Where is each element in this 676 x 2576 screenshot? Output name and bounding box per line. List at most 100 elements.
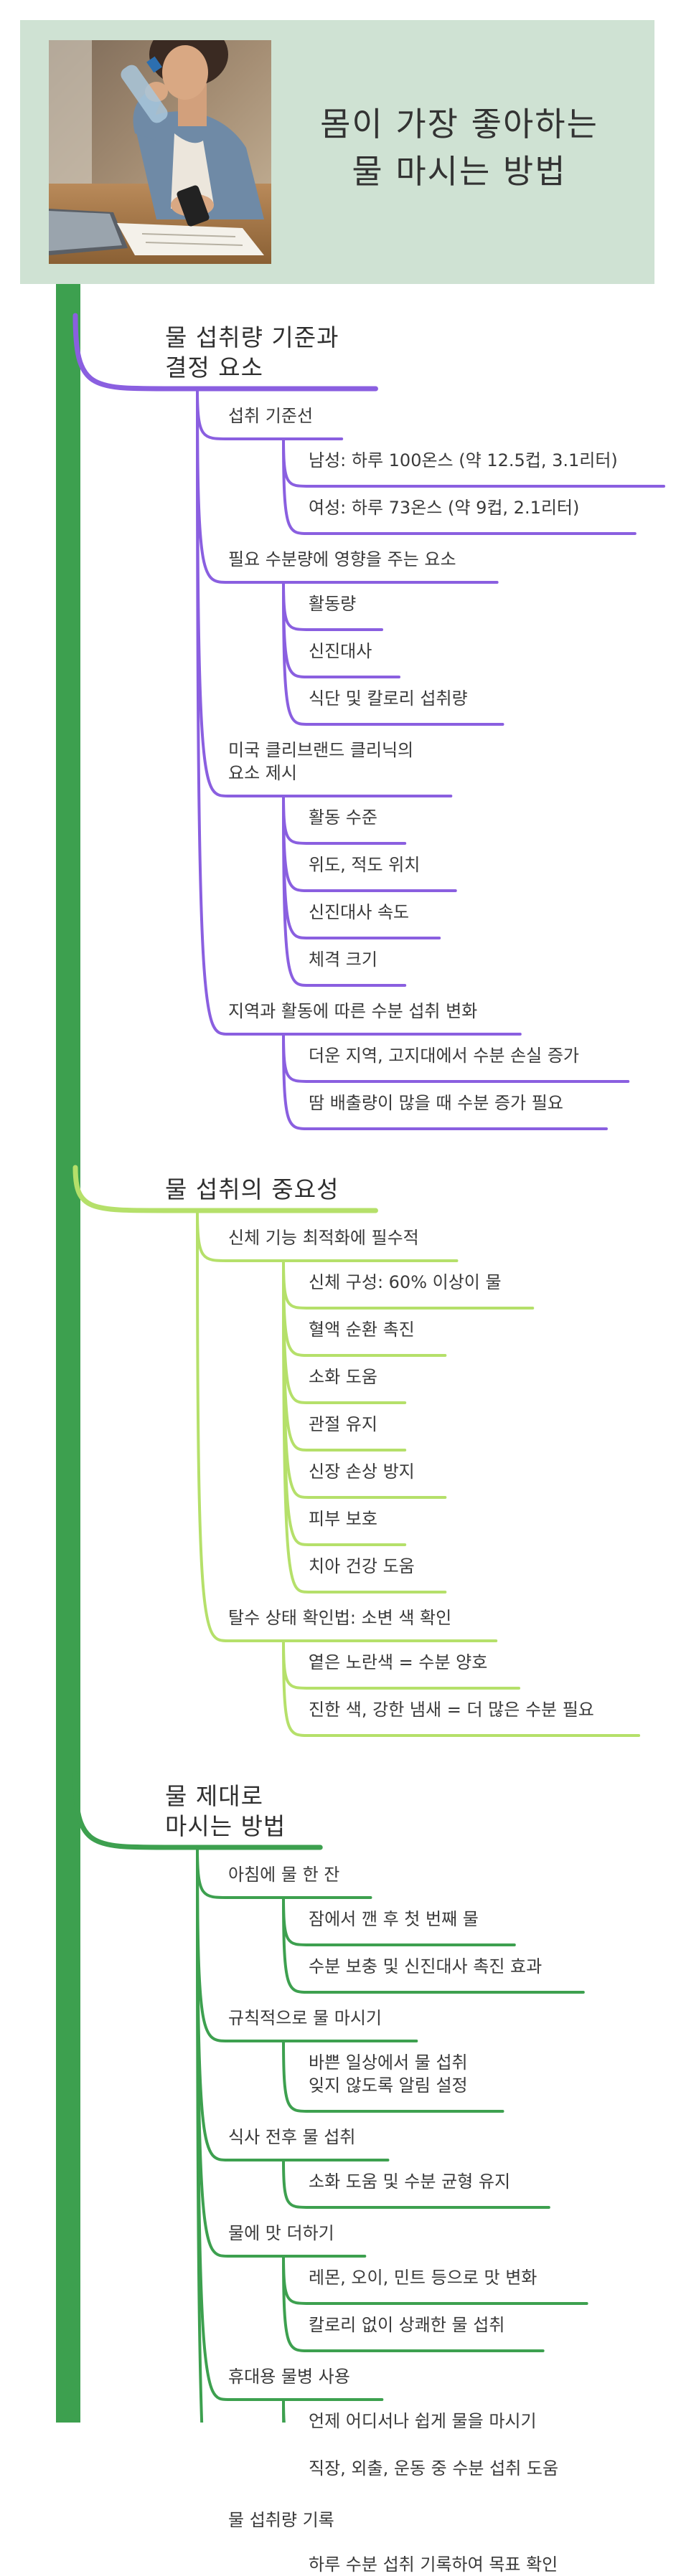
subtopic-line: 물 섭취량 기록 [228,2510,334,2530]
detail-item: 레몬, 오이, 민트 등으로 맛 변화 [309,2266,537,2289]
title-line-2: 물 마시는 방법 [352,152,567,191]
detail-item-line: 활동 수준 [309,808,377,828]
detail-connector [282,2255,310,2305]
detail-item: 하루 수분 섭취 기록하여 목표 확인 [309,2553,558,2576]
detail-item: 진한 색, 강한 냄새 = 더 많은 수분 필요 [309,1698,594,1721]
detail-connector [282,795,310,987]
subtopic-line: 요소 제시 [228,763,297,783]
detail-item: 신장 손상 방지 [309,1460,415,1483]
subtopic-line: 미국 클리브랜드 클리닉의 [228,740,414,760]
branch-topic-2: 물 섭취의 중요성 [165,1175,339,1205]
subtopic-line: 규칙적으로 물 마시기 [228,2008,382,2028]
subtopic-line: 탈수 상태 확인법: 소변 색 확인 [228,1608,452,1628]
header-photo [49,40,271,264]
subtopic: 식사 전후 물 섭취 [228,2126,355,2149]
detail-item-line: 혈액 순환 촉진 [309,1320,415,1340]
subtopic: 휴대용 물병 사용 [228,2365,350,2388]
branch-topic-3-line: 마시는 방법 [165,1812,286,1840]
detail-item-line: 신진대사 속도 [309,902,410,922]
detail-item: 직장, 외출, 운동 중 수분 섭취 도움 [309,2457,558,2480]
detail-connector [282,2159,310,2209]
title-line-1: 몸이 가장 좋아하는 [320,105,598,143]
detail-item: 활동량 [309,592,356,615]
subtopic-connector [196,1209,230,1262]
detail-item: 여성: 하루 73온스 (약 9컵, 2.1리터) [309,496,579,519]
detail-item-line: 관절 유지 [309,1414,377,1434]
detail-connector [282,1639,310,1737]
detail-item: 옅은 노란색 = 수분 양호 [309,1651,487,1674]
detail-item-line: 옅은 노란색 = 수분 양호 [309,1652,488,1672]
detail-item: 땀 배출량이 많을 때 수분 증가 필요 [309,1092,563,1114]
branch-topic-1-line: 결정 요소 [165,354,263,382]
subtopic-connector [196,387,230,1036]
subtopic-connector [196,387,230,797]
detail-connector [282,581,310,631]
subtopic-connector [196,1846,230,2042]
detail-item: 체격 크기 [309,948,377,971]
detail-item-line: 잊지 않도록 알림 설정 [309,2075,468,2096]
subtopic-connector [196,1209,230,1642]
detail-item: 관절 유지 [309,1413,377,1436]
detail-item: 신진대사 [309,640,372,663]
detail-item-line: 소화 도움 [309,1367,377,1387]
detail-item: 치아 건강 도움 [309,1555,415,1578]
detail-connector [282,2040,310,2113]
subtopic-connector [196,1846,230,2258]
detail-connector [282,1896,310,1994]
detail-connector [282,1639,310,1690]
subtopic-connector [196,1846,230,1899]
branch-connector-1 [72,313,168,392]
detail-item: 피부 보호 [309,1507,377,1530]
detail-item-line: 바쁜 일상에서 물 섭취 [309,2052,468,2073]
detail-connector [282,2398,286,2423]
detail-item-line: 남성: 하루 100온스 (약 12.5컵, 3.1리터) [309,450,618,470]
detail-connector [282,1033,310,1130]
detail-item: 활동 수준 [309,806,377,829]
detail-item-line: 하루 수분 섭취 기록하여 목표 확인 [309,2554,558,2575]
detail-item-line: 칼로리 없이 상쾌한 물 섭취 [309,2315,505,2335]
branch-connector-2 [72,1165,168,1213]
detail-connector [282,1896,310,1946]
subtopic-line: 섭취 기준선 [228,406,314,426]
subtopic: 물에 맛 더하기 [228,2222,334,2245]
detail-connector [282,1259,310,1310]
subtopic: 필요 수분량에 영향을 주는 요소 [228,548,456,571]
detail-item: 언제 어디서나 쉽게 물을 마시기 [309,2410,537,2433]
subtopic-connector [196,1846,204,2423]
subtopic-line: 휴대용 물병 사용 [228,2367,350,2387]
detail-item-line: 위도, 적도 위치 [309,855,421,875]
subtopic-line: 신체 기능 최적화에 필수적 [228,1228,419,1248]
branch-connector-3 [72,1771,168,1850]
detail-item-line: 소화 도움 및 수분 균형 유지 [309,2172,511,2192]
subtopic: 아침에 물 한 잔 [228,1863,339,1886]
detail-connector [282,2398,286,2423]
detail-item-line: 땀 배출량이 많을 때 수분 증가 필요 [309,1093,563,1113]
detail-item-line: 수분 보충 및 신진대사 촉진 효과 [309,1956,543,1976]
detail-item: 위도, 적도 위치 [309,853,420,876]
branch-topic-3-line: 물 제대로 [165,1782,263,1810]
detail-item-line: 진한 색, 강한 냄새 = 더 많은 수분 필요 [309,1700,594,1720]
subtopic-line: 필요 수분량에 영향을 주는 요소 [228,549,456,569]
subtopic-line: 식사 전후 물 섭취 [228,2127,356,2147]
detail-item-line: 체격 크기 [309,950,377,970]
subtopic-line: 물에 맛 더하기 [228,2223,334,2243]
detail-item: 소화 도움 및 수분 균형 유지 [309,2170,510,2193]
branch-topic-2-line: 물 섭취의 중요성 [165,1175,339,1203]
detail-item-line: 치아 건강 도움 [309,1556,415,1576]
subtopic-line: 아침에 물 한 잔 [228,1865,340,1885]
detail-item-line: 여성: 하루 73온스 (약 9컵, 2.1리터) [309,498,580,518]
detail-item: 더운 지역, 고지대에서 수분 손실 증가 [309,1044,579,1067]
detail-item-line: 신장 손상 방지 [309,1462,415,1482]
detail-connector [282,581,310,726]
page-title: 몸이 가장 좋아하는 물 마시는 방법 [273,100,646,195]
subtopic-connector [196,1846,230,2401]
subtopic: 탈수 상태 확인법: 소변 색 확인 [228,1606,451,1629]
detail-item: 잠에서 깬 후 첫 번째 물 [309,1908,479,1931]
subtopic: 물 섭취량 기록 [228,2509,334,2532]
subtopic: 규칙적으로 물 마시기 [228,2007,382,2030]
detail-item-line: 피부 보호 [309,1509,377,1529]
